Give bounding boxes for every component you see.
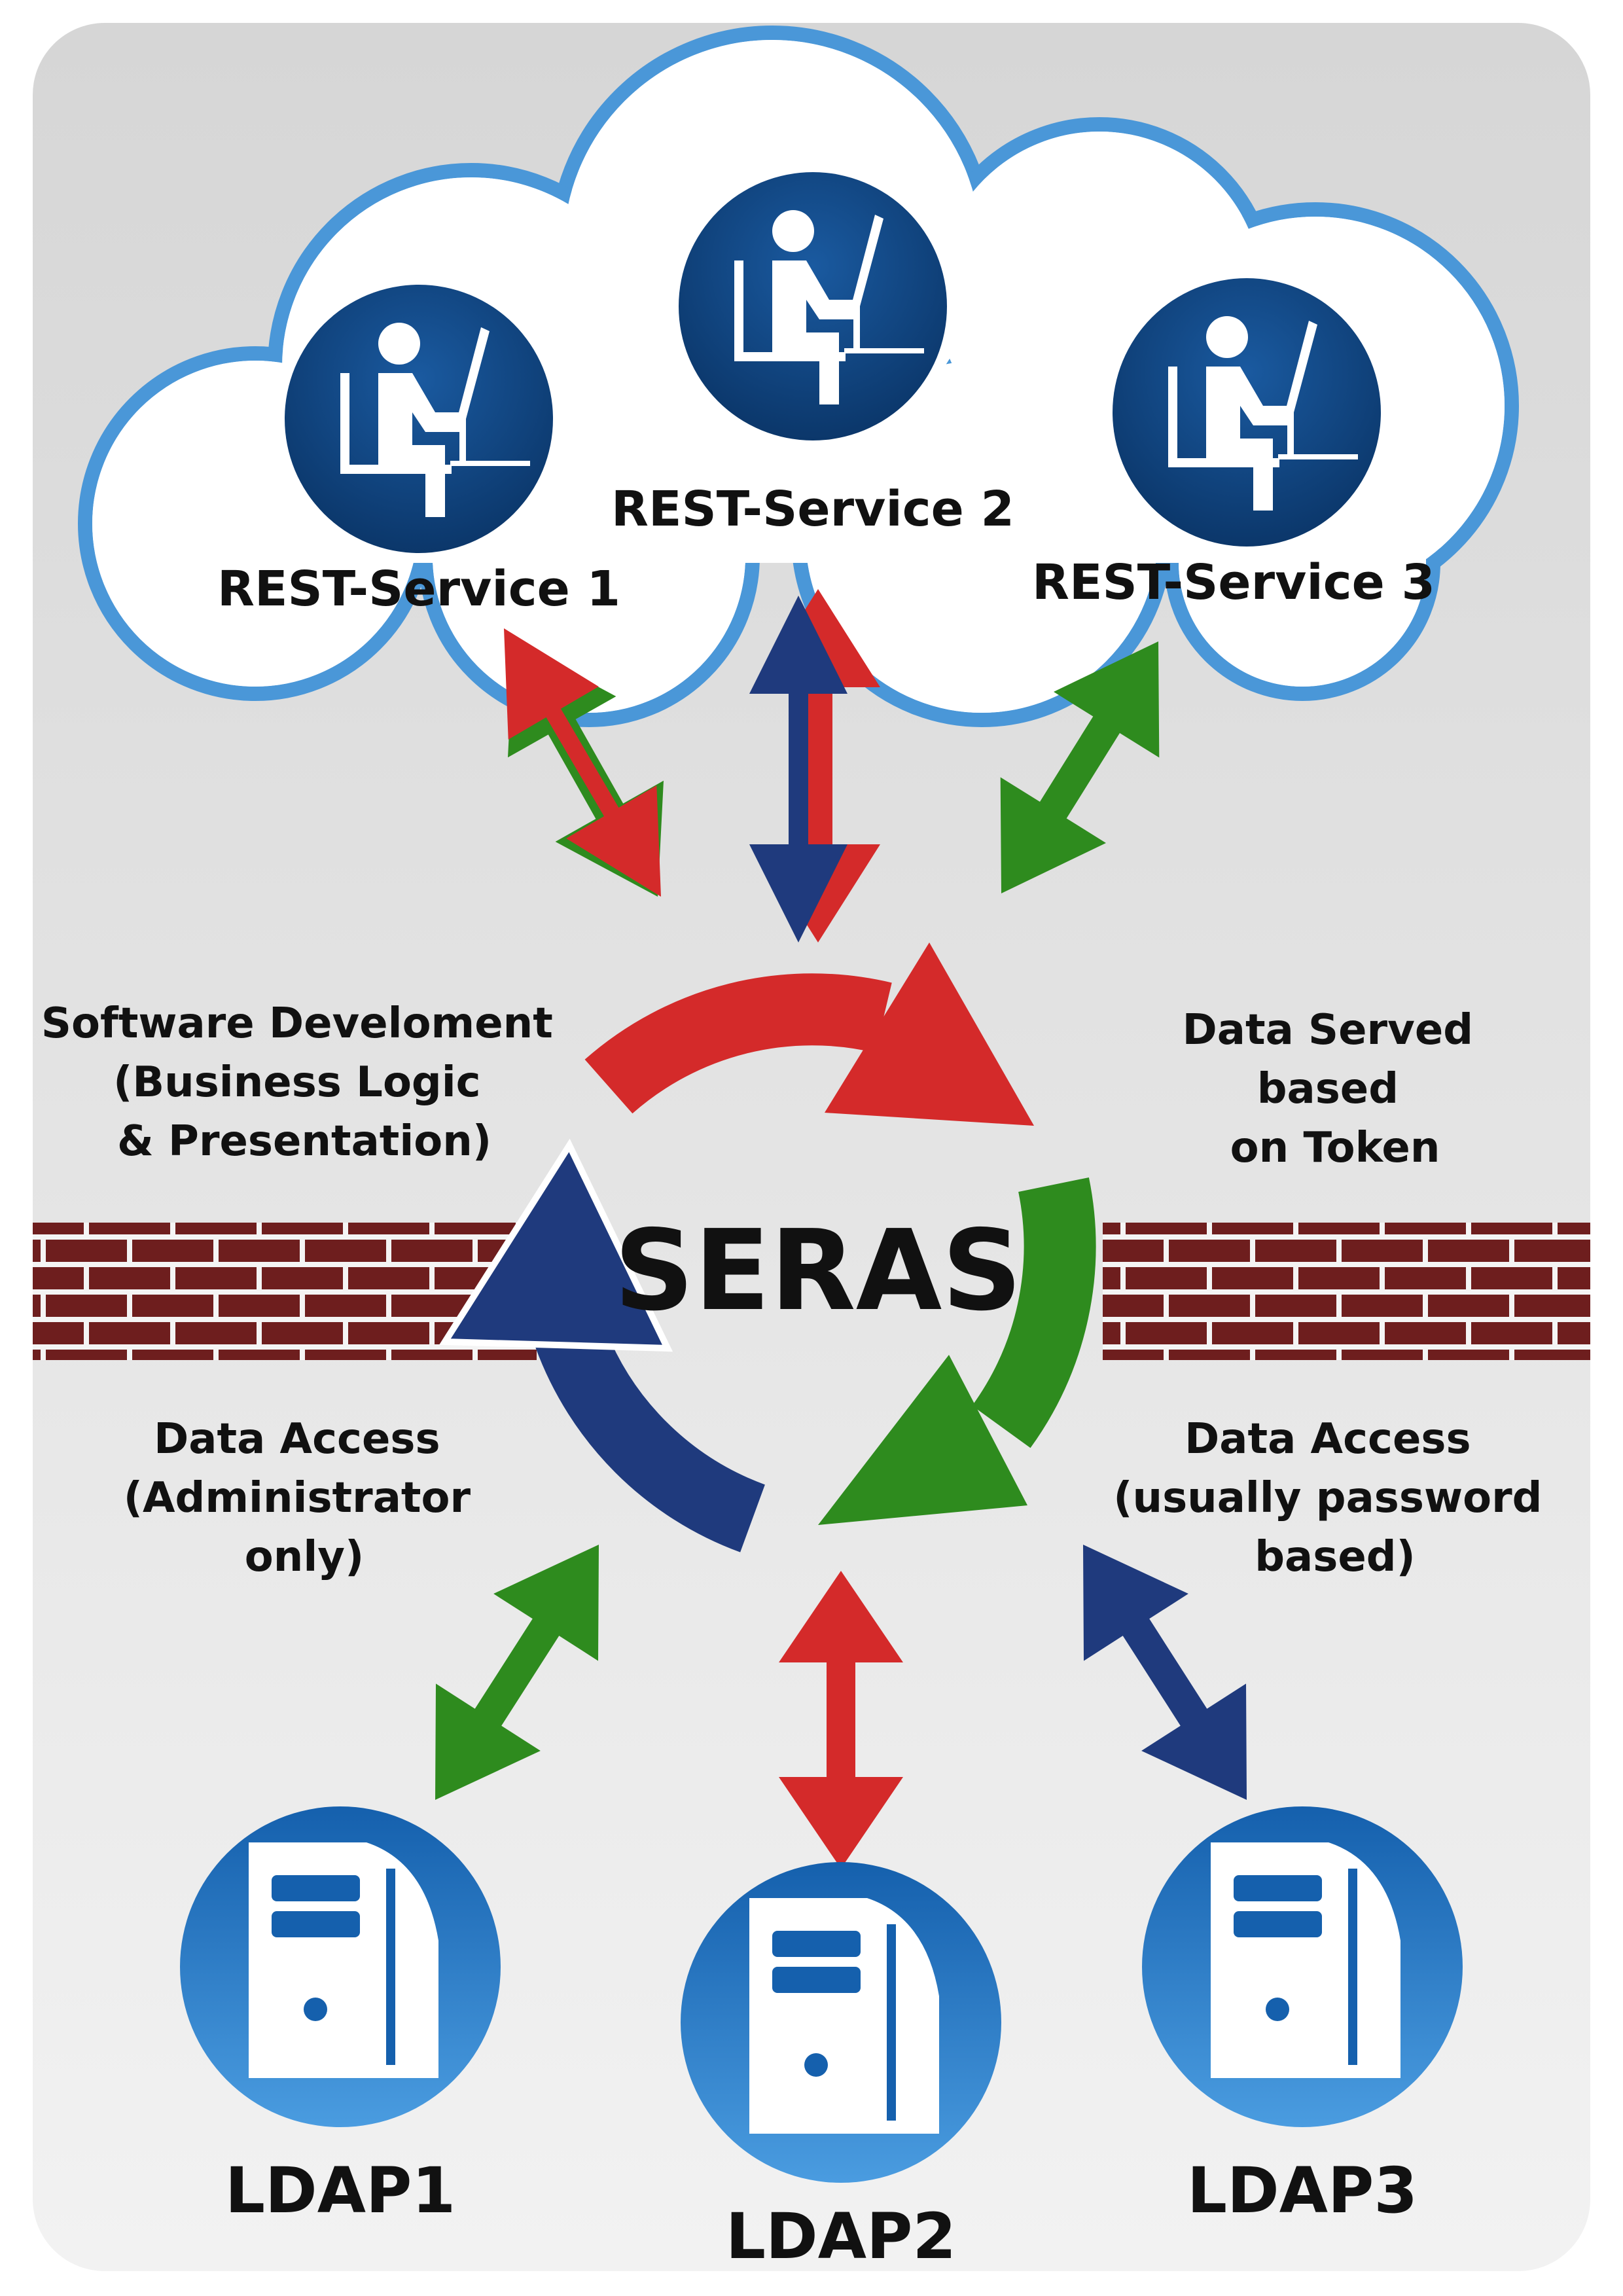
annotation-line: (Business Logic bbox=[113, 1058, 481, 1107]
ldap-server-2: LDAP2 bbox=[681, 1862, 1001, 2273]
cycle-arrow-green bbox=[972, 1177, 1096, 1448]
service-label: REST-Service 3 bbox=[1032, 554, 1435, 611]
firewall-right bbox=[1103, 1223, 1590, 1360]
arrow-service-1-red bbox=[504, 628, 661, 897]
server-tower-icon bbox=[1142, 1806, 1463, 2127]
service-label: REST-Service 1 bbox=[217, 561, 620, 617]
annotation-line: based) bbox=[1255, 1533, 1416, 1581]
annotation-line: Data Access bbox=[1185, 1415, 1471, 1463]
arrow-ldap-1-green bbox=[435, 1545, 599, 1800]
annotation-line: Data Access bbox=[154, 1415, 440, 1463]
annotation-data-access-password: Data Access (usually password based) bbox=[1113, 1415, 1556, 1581]
person-at-computer-icon bbox=[679, 172, 947, 440]
cycle-arrow-blue-head bbox=[439, 1138, 673, 1352]
person-at-computer-icon bbox=[1113, 278, 1381, 547]
arrow-ldap-3-blue bbox=[1083, 1545, 1247, 1800]
annotation-line: & Presentation) bbox=[117, 1117, 491, 1166]
annotation-line: on Token bbox=[1230, 1124, 1440, 1172]
ldap-server-1: LDAP1 bbox=[180, 1806, 501, 2227]
server-tower-icon bbox=[180, 1806, 501, 2127]
cycle-arrow-red bbox=[584, 973, 892, 1114]
annotation-line: based bbox=[1257, 1065, 1399, 1113]
server-label: LDAP3 bbox=[1187, 2154, 1418, 2227]
connector-arrows bbox=[435, 589, 1247, 1869]
annotation-line: (usually password bbox=[1113, 1474, 1542, 1522]
server-label: LDAP2 bbox=[726, 2200, 956, 2273]
cycle-arrow-blue bbox=[535, 1322, 766, 1552]
rest-service-1: REST-Service 1 bbox=[217, 285, 620, 617]
core-label: SERAS bbox=[614, 1206, 1022, 1336]
rest-service-3: REST-Service 3 bbox=[1032, 278, 1435, 611]
annotation-line: (Administrator bbox=[124, 1474, 471, 1522]
arrow-service-3-green bbox=[1000, 641, 1160, 893]
arrow-ldap-2-red bbox=[779, 1571, 903, 1869]
ldap-server-3: LDAP3 bbox=[1142, 1806, 1463, 2227]
annotation-software-development: Software Develoment (Business Logic & Pr… bbox=[41, 999, 567, 1166]
seras-cycle: SERAS bbox=[439, 942, 1096, 1552]
cycle-arrow-red-head bbox=[825, 942, 1034, 1126]
annotation-data-access-admin: Data Access (Administrator only) bbox=[124, 1415, 486, 1581]
cycle-arrow-green-head bbox=[818, 1355, 1027, 1525]
service-label: REST-Service 2 bbox=[611, 481, 1014, 537]
annotation-line: Software Develoment bbox=[41, 999, 553, 1048]
person-at-computer-icon bbox=[285, 285, 553, 553]
server-label: LDAP1 bbox=[225, 2154, 455, 2227]
arrow-service-2-blue bbox=[749, 596, 847, 942]
annotation-data-served: Data Served based on Token bbox=[1183, 1006, 1488, 1172]
annotation-line: Data Served bbox=[1183, 1006, 1473, 1054]
rest-service-2: REST-Service 2 bbox=[611, 172, 1014, 537]
server-tower-icon bbox=[681, 1862, 1001, 2183]
annotation-line: only) bbox=[245, 1533, 364, 1581]
